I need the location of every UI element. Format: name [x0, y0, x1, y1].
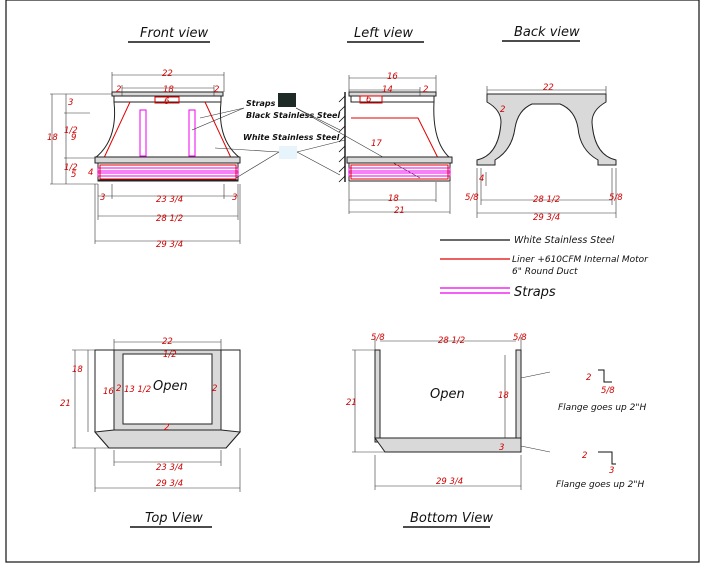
top-dim-w1: 23 3/4 [156, 463, 183, 473]
back-view: 22 2 4 5/8 5/8 28 1/2 29 3/4 [465, 83, 623, 223]
back-dim-flange-left: 5/8 [465, 193, 479, 203]
back-dim-w2: 29 3/4 [533, 213, 560, 223]
front-dim-w2: 28 1/2 [156, 214, 183, 224]
flange-detail-2 [598, 451, 616, 465]
left-view: 16 14 2 6 17 18 21 [338, 72, 453, 216]
back-dim-four: 4 [479, 174, 484, 184]
top-dim-w2: 29 3/4 [156, 479, 183, 489]
top-dim-eighteen: 18 [72, 365, 83, 375]
flange-dim-a: 5/8 [601, 386, 615, 396]
top-dim-thirteen: 13 1/2 [124, 385, 151, 395]
flange-detail-1 [598, 369, 612, 383]
bottom-dim-eighteen: 18 [498, 391, 509, 401]
front-dim-left2: 2 [116, 85, 121, 95]
callout-black-ss: Black Stainless Steel [246, 111, 340, 120]
front-dim-inner: 18 [163, 85, 174, 95]
callouts: Straps Black Stainless Steel White Stain… [191, 93, 421, 179]
back-view-title: Back view [502, 25, 580, 42]
front-dim-w3: 29 3/4 [156, 240, 183, 250]
left-dim-eighteen: 18 [388, 194, 399, 204]
black-ss-swatch [278, 93, 296, 107]
bottom-view-open: Open [430, 387, 465, 402]
svg-text:Bottom View: Bottom View [410, 511, 493, 526]
top-dim-sub: 1/2 [163, 350, 177, 360]
top-view: Open 22 1/2 18 21 16 2 13 1/2 2 2 23 3/4… [60, 337, 242, 492]
front-dim-four: 4 [88, 168, 93, 178]
bottom-dim-w2: 29 3/4 [436, 477, 463, 487]
back-dim-two: 2 [500, 105, 505, 115]
callout-straps: Straps [246, 99, 276, 108]
top-view-open: Open [153, 379, 188, 394]
front-dim-nine: 9 [71, 133, 76, 143]
flange-dim-b: 3 [609, 466, 614, 476]
bottom-dim-flange-left: 5/8 [371, 333, 385, 343]
top-dim-twentyone: 21 [60, 399, 71, 409]
legend-liner-2: 6" Round Duct [512, 267, 578, 277]
front-dim-w1: 23 3/4 [156, 195, 183, 205]
front-dim-half-a: 1/2 [64, 126, 78, 136]
bottom-dim-three: 3 [499, 443, 504, 453]
bottom-view: Open 5/8 5/8 28 1/2 21 18 3 29 3/4 2 5/8… [346, 333, 646, 490]
front-dim-three: 3 [68, 98, 73, 108]
left-dim-two: 2 [423, 85, 428, 95]
top-dim-two-c: 2 [164, 423, 169, 433]
left-dim-twentyone: 21 [394, 206, 405, 216]
top-view-title: Top View [130, 511, 212, 528]
back-dim-top: 22 [543, 83, 554, 93]
svg-text:Top View: Top View [145, 511, 203, 526]
flange-note-2: Flange goes up 2"H [556, 480, 644, 490]
back-dim-flange-right: 5/8 [609, 193, 623, 203]
callout-white-ss: White Stainless Steel [243, 133, 340, 142]
legend: White Stainless Steel Liner +610CFM Inte… [440, 235, 649, 300]
flange-dim-2b: 2 [582, 451, 587, 461]
flange-note-1: Flange goes up 2"H [558, 403, 646, 413]
bottom-dim-twentyone: 21 [346, 398, 357, 408]
left-dim-seventeen: 17 [371, 139, 382, 149]
flange-dim-2a: 2 [586, 373, 591, 383]
sheet-border [5, 0, 700, 563]
left-dim-top: 16 [387, 72, 398, 82]
front-dim-right2: 2 [214, 85, 219, 95]
front-dim-five: 5 [71, 170, 76, 180]
left-view-title: Left view [347, 26, 424, 43]
left-dim-six: 6 [366, 95, 372, 105]
bottom-view-title: Bottom View [403, 511, 493, 528]
front-dim-top: 22 [162, 69, 173, 79]
front-dim-half-b: 1/2 [64, 163, 78, 173]
legend-straps: Straps [514, 285, 556, 300]
top-dim-top: 22 [162, 337, 173, 347]
top-dim-two-a: 2 [116, 384, 121, 394]
left-dim-inner: 14 [382, 85, 393, 95]
bottom-dim-flange-right: 5/8 [513, 333, 527, 343]
top-dim-sixteen: 16 [103, 387, 114, 397]
front-view-title: Front view [128, 26, 210, 43]
front-dim-base-left: 3 [100, 193, 105, 203]
legend-liner-1: Liner +610CFM Internal Motor [512, 255, 649, 265]
top-dim-two-b: 2 [212, 384, 217, 394]
legend-white-ss: White Stainless Steel [514, 235, 615, 246]
bottom-dim-w1: 28 1/2 [438, 336, 465, 346]
front-dim-base-right: 3 [232, 193, 237, 203]
white-ss-swatch [279, 146, 297, 159]
svg-text:Back view: Back view [514, 25, 580, 40]
svg-text:Front view: Front view [140, 26, 209, 41]
svg-text:Left view: Left view [354, 26, 413, 41]
back-dim-w1: 28 1/2 [533, 195, 560, 205]
front-dim-six: 6 [164, 97, 170, 107]
front-dim-eighteen: 18 [47, 133, 58, 143]
front-view: 22 18 2 2 6 3 18 1/2 9 1/2 5 4 3 3 23 3/… [47, 69, 241, 250]
